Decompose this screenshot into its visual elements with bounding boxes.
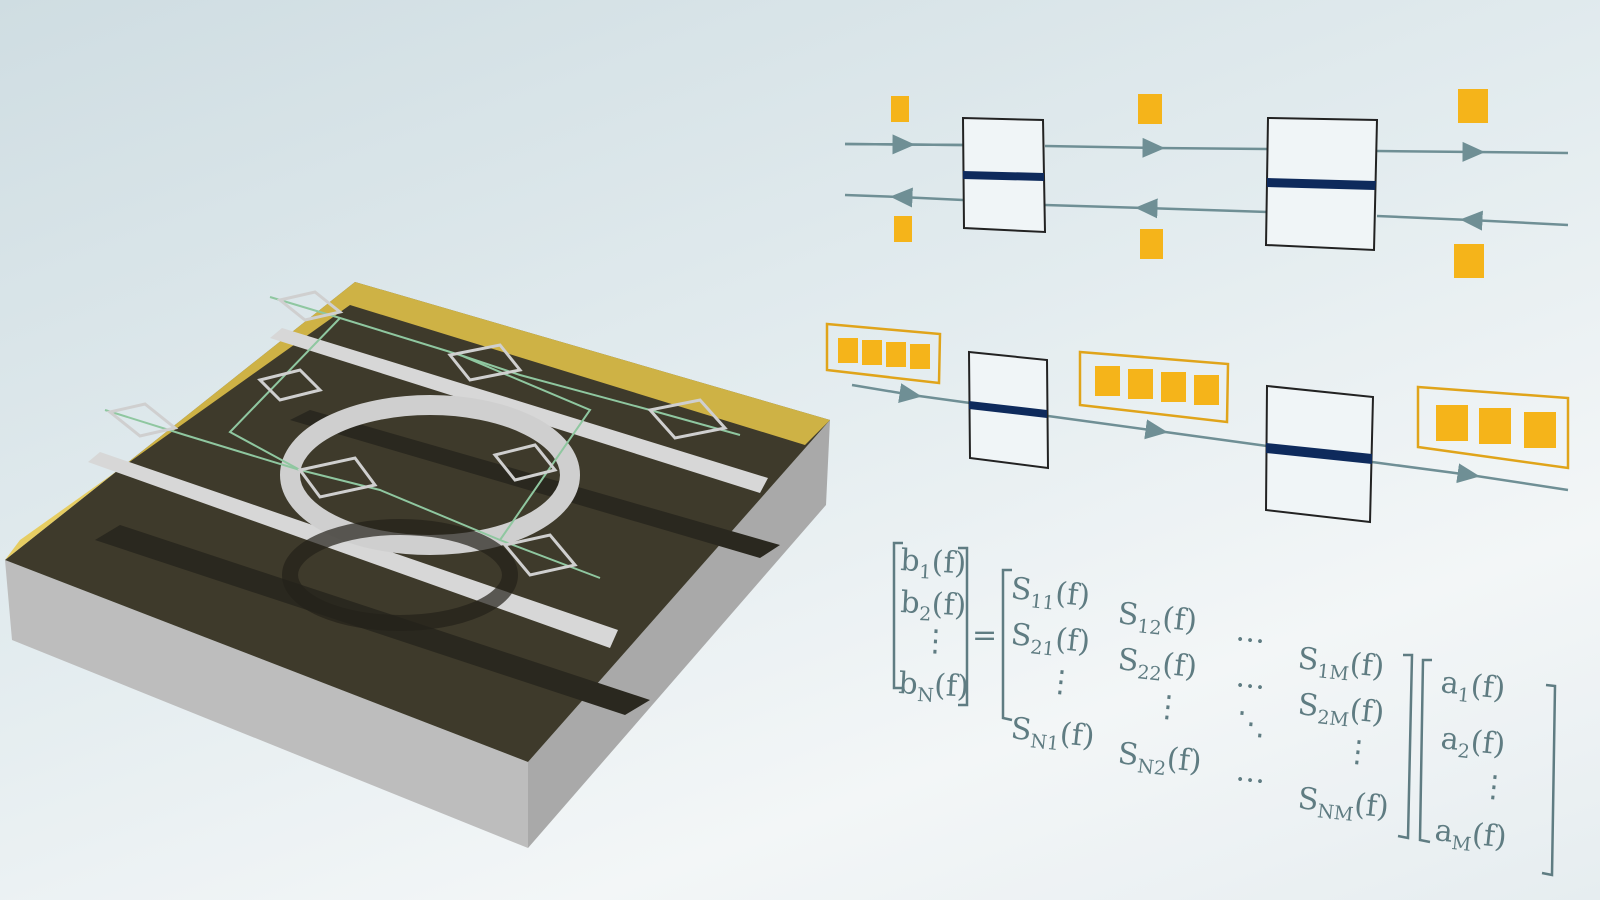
matrix-brackets (892, 541, 1557, 877)
matrix-entry: SN2(f) (1116, 736, 1203, 784)
ring-resonator (280, 395, 580, 555)
matrix-entry: S11(f) (1009, 571, 1092, 618)
cascaded-circuit-diagram (825, 322, 1570, 524)
ring-shadow (282, 519, 518, 631)
dark-trench (290, 410, 780, 558)
matrix-entry: S2M(f) (1296, 687, 1386, 735)
couplers (106, 290, 728, 577)
matrix-entry: S21(f) (1009, 617, 1092, 664)
lhs-vector-entry: bN(f) (897, 666, 969, 709)
chip-right-face (528, 420, 830, 848)
matrix-entry: … (1234, 613, 1267, 651)
matrix-entry: … (1234, 753, 1267, 791)
lhs-vector-entry: b1(f) (899, 543, 967, 585)
rhs-vector-entry: a1(f) (1439, 665, 1507, 711)
rhs-vector-entry: aM(f) (1433, 813, 1509, 859)
matrix-entry: S22(f) (1116, 642, 1199, 689)
matrix-entry: ⋮ (1044, 663, 1077, 701)
matrix-entry: S12(f) (1116, 596, 1199, 643)
matrix-entry: SN1(f) (1009, 711, 1096, 759)
rhs-vector-entry: ⋮ (1477, 768, 1510, 806)
photonic-chip (5, 282, 830, 848)
port-pads (891, 89, 1488, 278)
scattering-element (961, 116, 1047, 234)
matrix-entry: SNM(f) (1296, 781, 1391, 829)
matrix-entry: ⋮ (1341, 733, 1374, 771)
chip-left-face (5, 560, 528, 848)
lhs-vector-entry: ⋮ (920, 623, 952, 660)
matrix-entry: ⋱ (1234, 705, 1267, 743)
matrix-entry: … (1234, 659, 1267, 697)
equals-sign: = (972, 618, 997, 653)
rhs-vector-entry: a2(f) (1439, 721, 1507, 767)
bidirectional-circuit-diagram (844, 134, 1569, 231)
matrix-entry: ⋮ (1151, 688, 1184, 726)
matrix-entry: S1M(f) (1296, 641, 1386, 689)
scattering-element (1264, 116, 1379, 252)
scattering-matrix-equation: b1(f)b2(f)⋮bN(f)=S11(f)S12(f)…S1M(f)S21(… (892, 541, 1557, 877)
lhs-vector-entry: b2(f) (899, 585, 967, 627)
